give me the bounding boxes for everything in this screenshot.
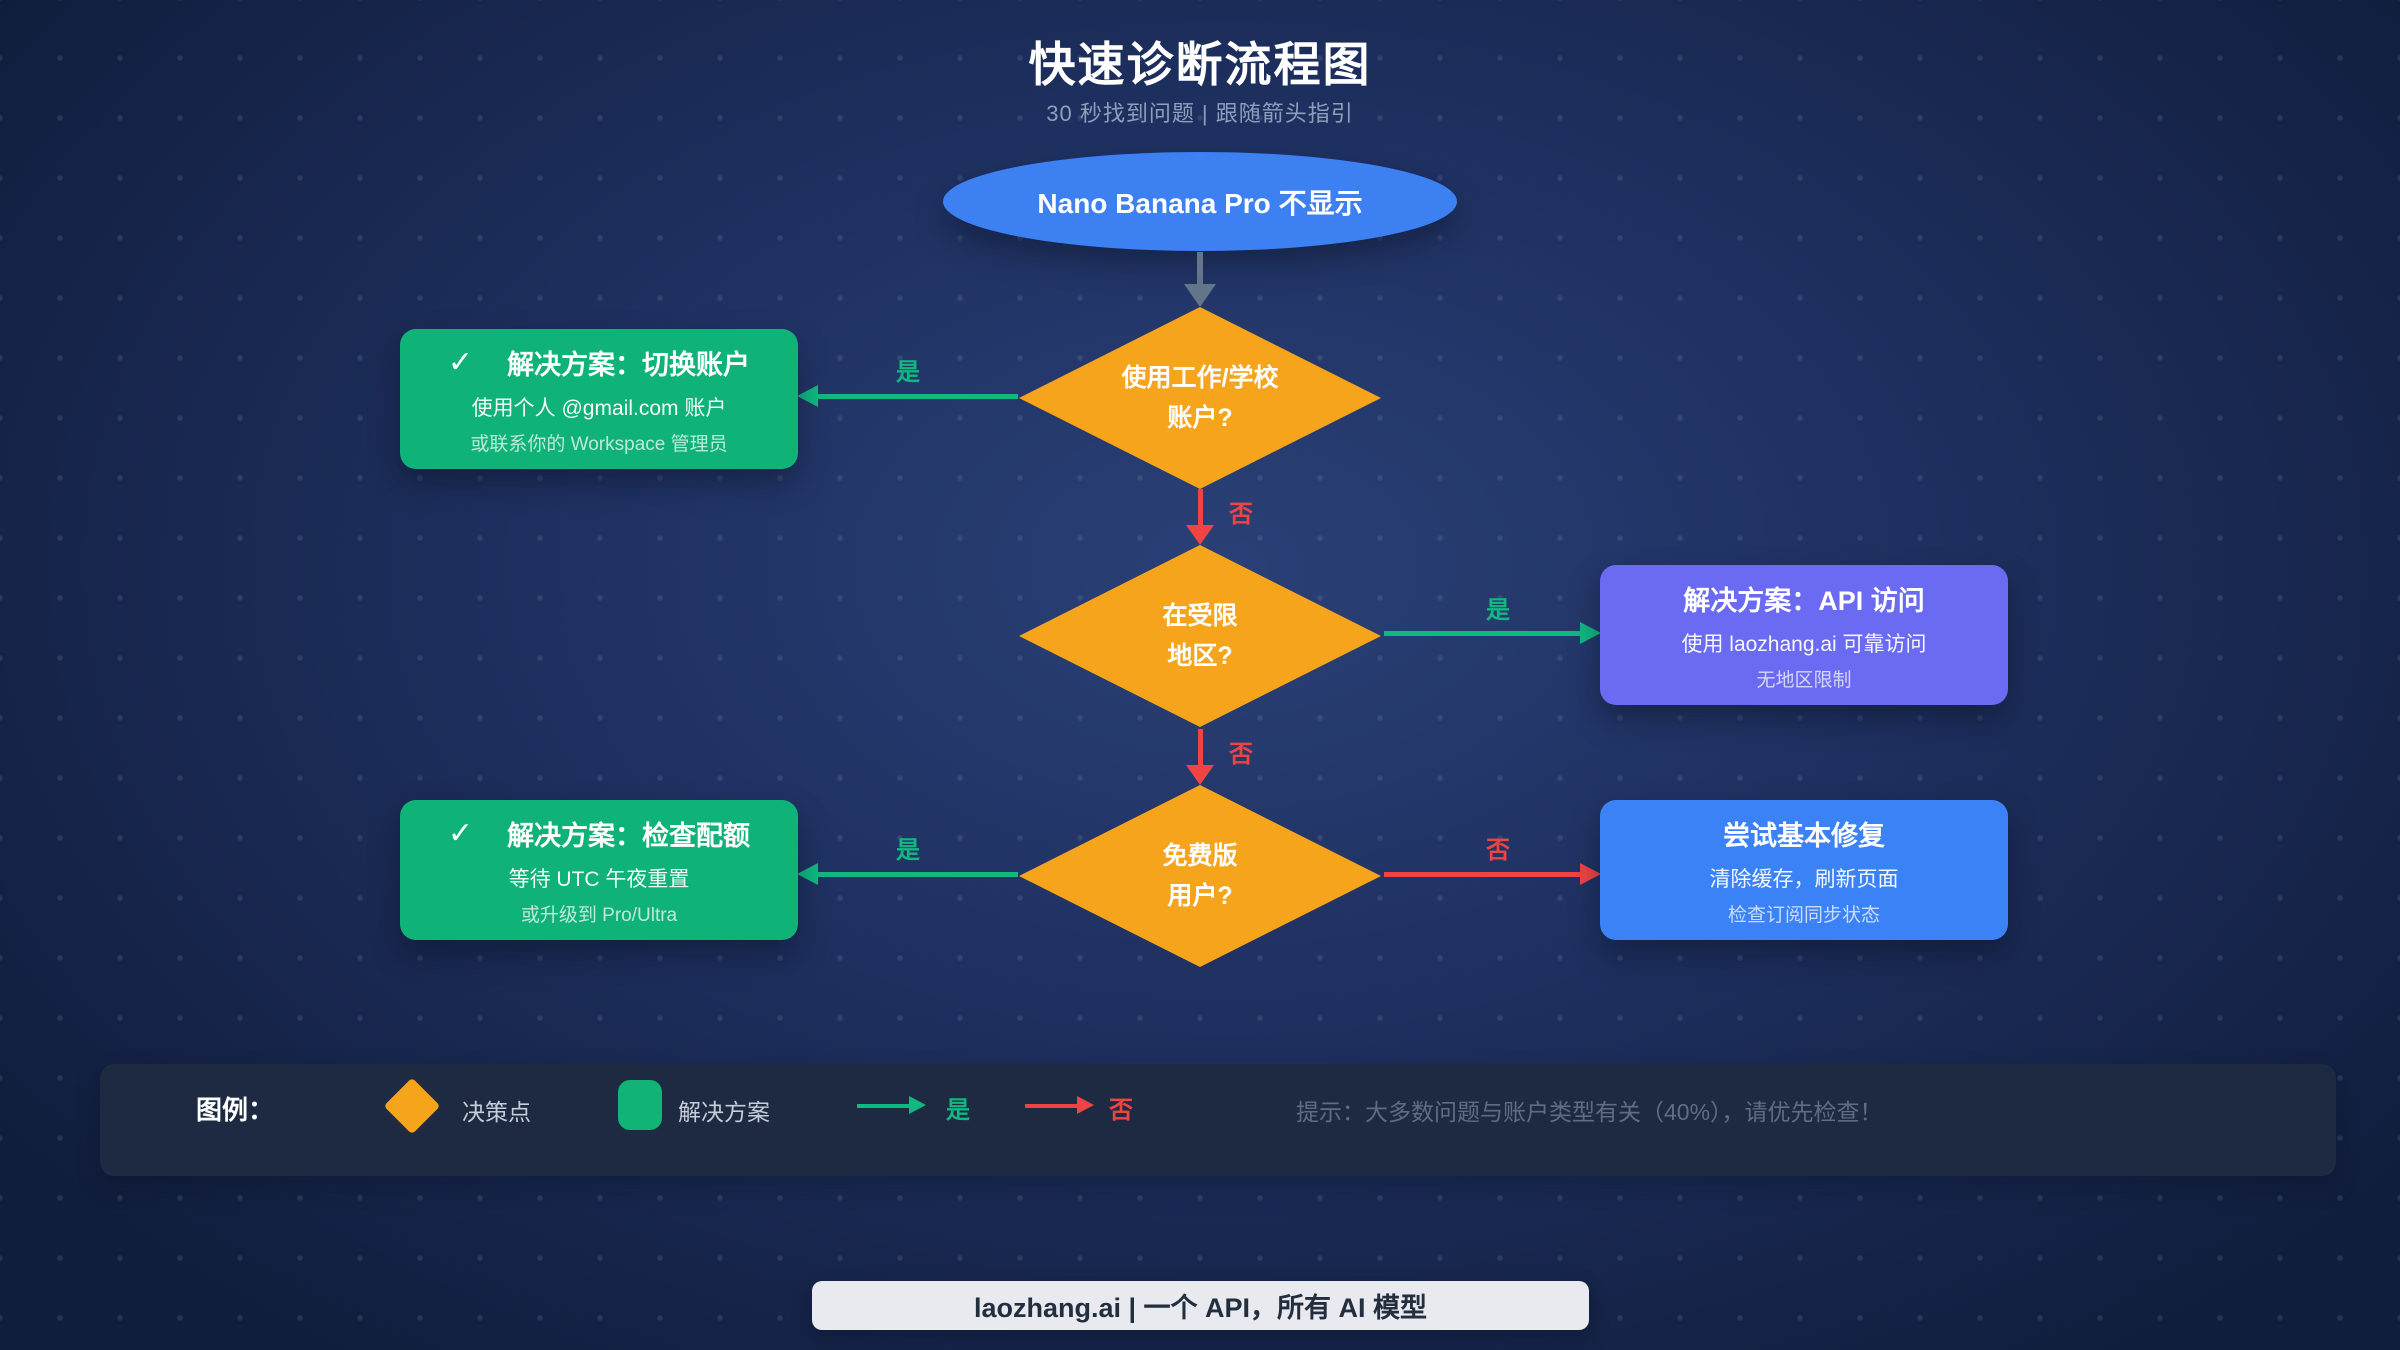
- arrow-down-icon: [1186, 765, 1214, 785]
- edge-yes-1-line: [818, 394, 1018, 399]
- legend-yes-label: 是: [946, 1097, 970, 1124]
- solution-subdetail: 无地区限制: [1756, 669, 1852, 691]
- edge-label-yes-2: 是: [1486, 597, 1510, 624]
- solution-node-switch-account: ✓ 解决方案：切换账户 使用个人 @gmail.com 账户 或联系你的 Wor…: [400, 329, 798, 469]
- solution-title: 解决方案：API 访问: [1683, 585, 1925, 616]
- decision-line: 用户?: [1167, 882, 1233, 910]
- no-arrowhead-icon: [1077, 1096, 1094, 1114]
- edge-no-2-line: [1198, 729, 1203, 765]
- solution-detail: 清除缓存，刷新页面: [1709, 867, 1899, 891]
- solution-subdetail: 或联系你的 Workspace 管理员: [470, 433, 728, 455]
- check-icon: ✓: [447, 345, 474, 379]
- decision-node-account-type: 使用工作/学校 账户?: [1019, 307, 1381, 489]
- page-subtitle: 30 秒找到问题 | 跟随箭头指引: [1046, 101, 1354, 126]
- edge-label-yes-3: 是: [896, 837, 920, 864]
- arrow-right-icon: [1580, 863, 1601, 885]
- edge-label-yes-1: 是: [896, 359, 920, 386]
- solution-title: 尝试基本修复: [1723, 820, 1885, 851]
- edge-no-3-line: [1384, 872, 1581, 877]
- solution-node-check-quota: ✓ 解决方案：检查配额 等待 UTC 午夜重置 或升级到 Pro/Ultra: [400, 800, 798, 940]
- edge-label-no-2: 否: [1229, 741, 1253, 768]
- yes-arrow-icon: [857, 1104, 909, 1108]
- solution-node-basic-fixes: 尝试基本修复 清除缓存，刷新页面 检查订阅同步状态: [1600, 800, 2008, 940]
- no-arrow-icon: [1025, 1104, 1077, 1108]
- decision-swatch-icon: [383, 1077, 441, 1135]
- legend-bar: 图例： 决策点 解决方案 是 否 提示：大多数问题与账户类型有关（40%），请优…: [100, 1064, 2336, 1176]
- footer-badge: laozhang.ai | 一个 API，所有 AI 模型: [812, 1281, 1589, 1330]
- start-node: Nano Banana Pro 不显示: [943, 152, 1457, 251]
- legend-no-label: 否: [1109, 1097, 1133, 1124]
- decision-line: 账户?: [1167, 404, 1233, 432]
- edge-start-line: [1197, 252, 1203, 284]
- footer-badge-text: laozhang.ai | 一个 API，所有 AI 模型: [973, 1293, 1428, 1323]
- edge-yes-3-line: [818, 872, 1018, 877]
- solution-node-api-access: 解决方案：API 访问 使用 laozhang.ai 可靠访问 无地区限制: [1600, 565, 2008, 705]
- arrow-left-icon: [797, 385, 818, 407]
- legend-title: 图例：: [196, 1095, 275, 1125]
- decision-line: 地区?: [1167, 642, 1233, 670]
- solution-title: 解决方案：检查配额: [507, 820, 751, 851]
- yes-arrowhead-icon: [909, 1096, 926, 1114]
- check-icon: ✓: [447, 816, 474, 850]
- legend-tip-text: 提示：大多数问题与账户类型有关（40%），请优先检查！: [1296, 1099, 1883, 1125]
- edge-yes-2-line: [1384, 631, 1581, 636]
- decision-line: 免费版: [1162, 842, 1238, 870]
- arrow-down-icon: [1184, 284, 1216, 307]
- solution-detail: 等待 UTC 午夜重置: [508, 867, 690, 891]
- decision-line: 使用工作/学校: [1121, 364, 1279, 392]
- edge-no-1-line: [1198, 489, 1203, 525]
- legend-solution-label: 解决方案: [678, 1099, 770, 1125]
- solution-detail: 使用个人 @gmail.com 账户: [471, 396, 727, 420]
- solution-subdetail: 或升级到 Pro/Ultra: [520, 904, 678, 926]
- arrow-right-icon: [1580, 622, 1601, 644]
- decision-node-restricted-region: 在受限 地区?: [1019, 545, 1381, 727]
- legend-decision-label: 决策点: [462, 1099, 531, 1125]
- solution-swatch-icon: [618, 1080, 662, 1130]
- solution-detail: 使用 laozhang.ai 可靠访问: [1681, 632, 1927, 656]
- start-node-label: Nano Banana Pro 不显示: [1037, 187, 1363, 219]
- decision-line: 在受限: [1162, 602, 1238, 630]
- edge-label-no-1: 否: [1229, 501, 1253, 528]
- arrow-down-icon: [1186, 525, 1214, 545]
- edge-label-no-3: 否: [1486, 837, 1510, 864]
- arrow-left-icon: [797, 863, 818, 885]
- solution-subdetail: 检查订阅同步状态: [1727, 904, 1880, 926]
- decision-node-free-user: 免费版 用户?: [1019, 785, 1381, 967]
- page-title: 快速诊断流程图: [1028, 38, 1372, 91]
- solution-title: 解决方案：切换账户: [507, 349, 751, 380]
